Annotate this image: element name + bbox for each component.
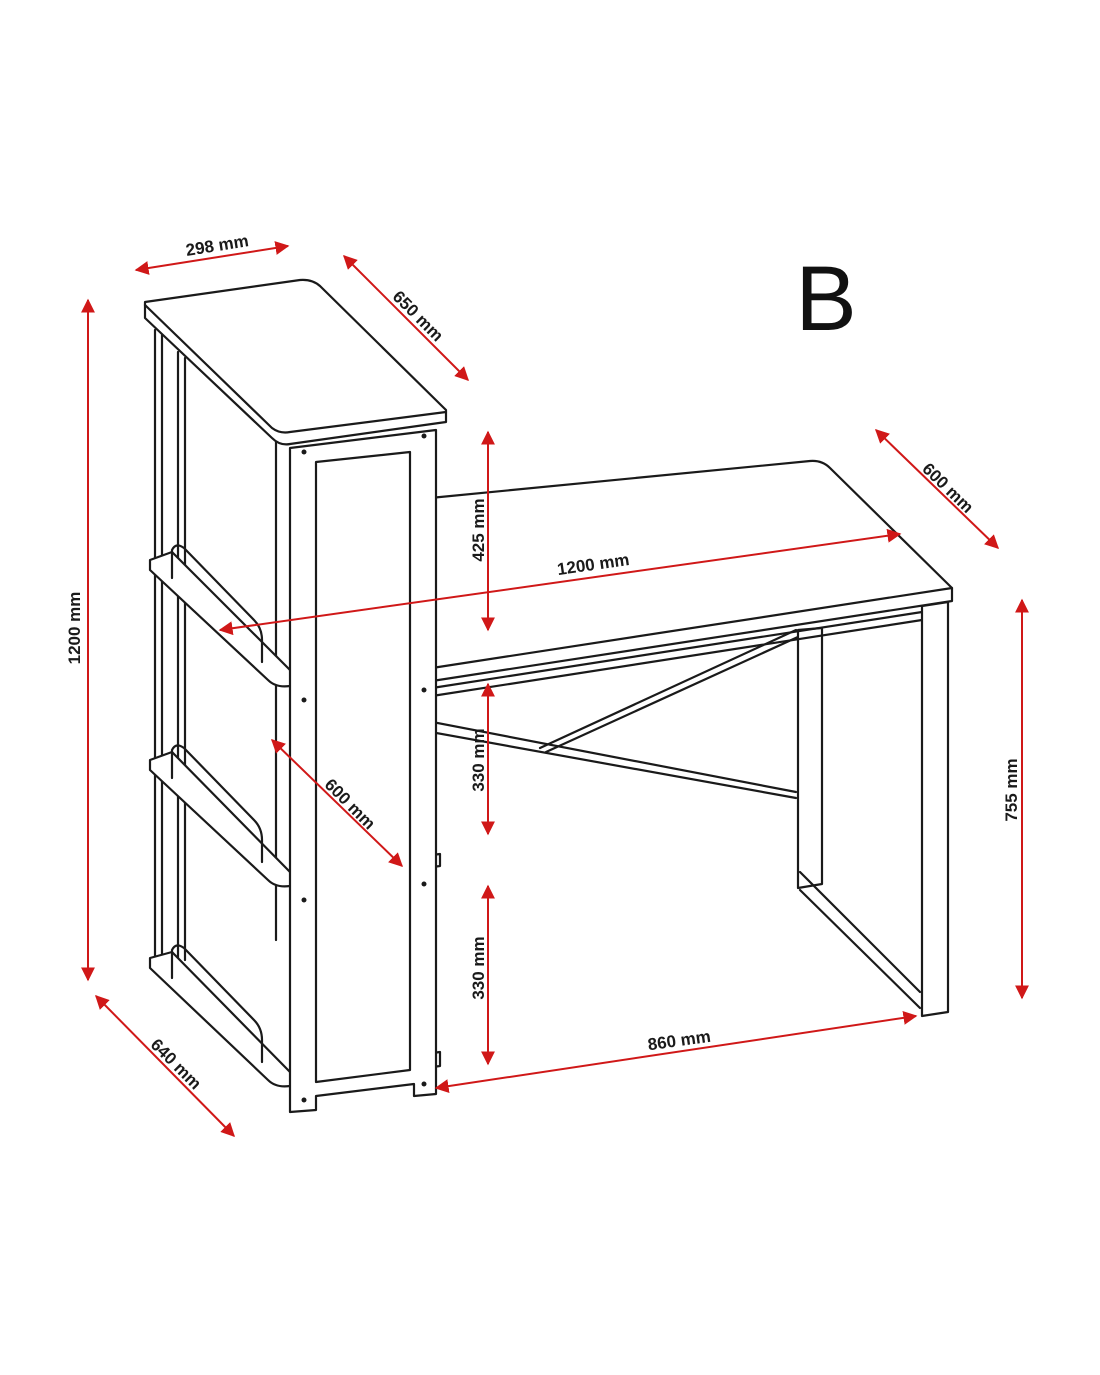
back-posts <box>153 328 278 962</box>
label-total-height: 1200 mm <box>65 592 84 665</box>
dimension-arrows <box>81 241 1029 1137</box>
label-desk-depth: 600 mm <box>918 459 977 517</box>
desk-side-frame <box>798 870 922 1010</box>
top-edge <box>143 303 448 434</box>
desk-back-leg <box>796 626 824 890</box>
label-shelf-top-depth: 650 mm <box>389 287 447 345</box>
label-desk-clear-width: 860 mm <box>647 1027 712 1055</box>
variant-letter: B <box>795 248 856 350</box>
label-unit-base-depth: 640 mm <box>147 1035 205 1093</box>
screw-holes <box>301 433 427 1103</box>
front-frame-inner <box>314 450 412 1084</box>
shelf-unit <box>143 278 448 1114</box>
label-desk-height: 755 mm <box>1002 758 1021 821</box>
label-shelf-above-desk: 425 mm <box>469 498 488 561</box>
label-shelf-gap-bottom: 330 mm <box>469 936 488 999</box>
label-shelf-gap-middle: 330 mm <box>469 728 488 791</box>
label-shelf-top-width: 298 mm <box>184 231 250 260</box>
shelf-top-board <box>143 278 448 446</box>
desk-front-leg <box>920 600 950 1018</box>
cross-brace <box>316 628 802 800</box>
